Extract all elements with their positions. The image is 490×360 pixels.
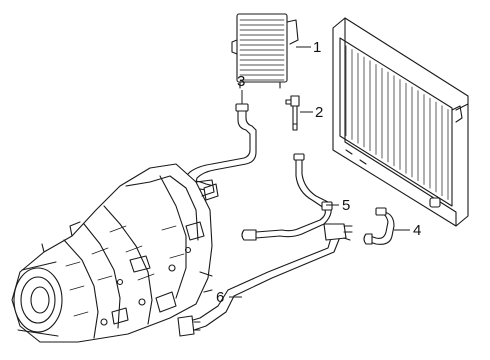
callout-number: 2 [315,104,323,121]
oil-cooler [231,13,299,89]
callout-6: 6 [216,289,242,306]
cooler-fitting [285,95,300,131]
callout-number: 5 [342,197,350,214]
callout-5: 5 [326,197,350,214]
transmission [11,163,215,343]
callout-4: 4 [394,222,421,239]
radiator [332,17,469,227]
callout-number: 6 [216,289,224,306]
callout-number: 1 [313,39,321,56]
callout-number: 4 [413,222,421,239]
radiator-fins [345,45,449,200]
oil-cooler-fins [239,19,285,81]
callout-1: 1 [296,39,321,56]
cooler-lines [177,223,353,337]
callout-2: 2 [300,104,323,121]
short-hose [363,207,395,245]
callout-3: 3 [237,73,245,104]
callout-number: 3 [237,73,245,90]
lower-cooler-hose [241,153,333,241]
